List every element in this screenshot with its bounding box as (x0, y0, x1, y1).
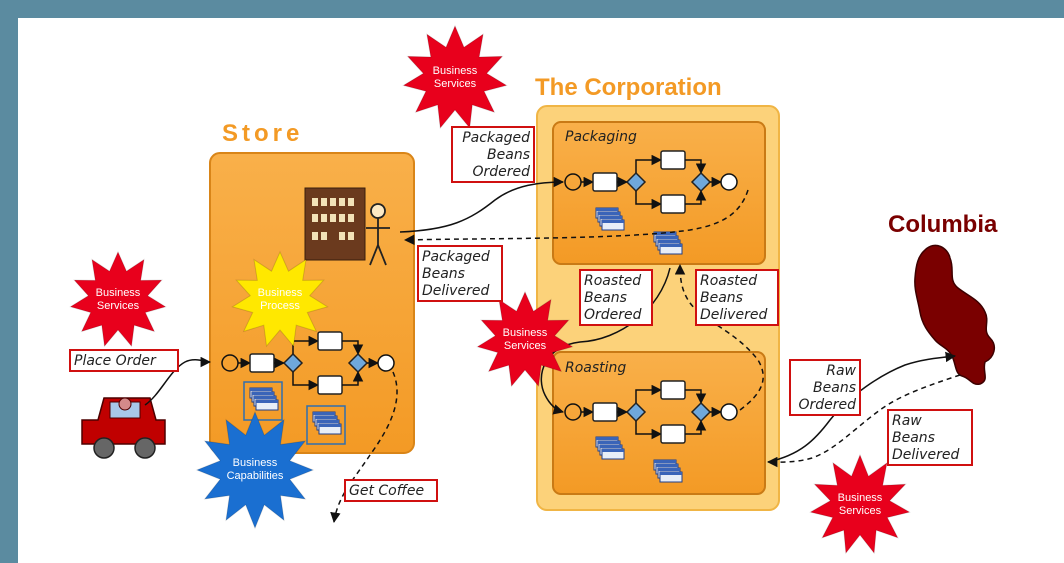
sequence-flow (342, 370, 364, 386)
burst-text: Business (838, 492, 883, 504)
sequence-flow (685, 189, 707, 205)
join-gateway (690, 401, 712, 423)
label-text: Beans (813, 380, 856, 396)
task (660, 194, 686, 214)
sequence-flow (635, 421, 663, 440)
label-text: Raw (826, 363, 856, 379)
sequence-flow (635, 154, 663, 173)
burst-text: Process (260, 300, 300, 312)
label-text: Packaged (462, 130, 530, 146)
task (317, 375, 343, 395)
burst-text: Capabilities (227, 470, 284, 482)
label-text: Get Coffee (349, 483, 424, 499)
task (660, 150, 686, 170)
burst-text: Services (434, 78, 477, 90)
label-text: Beans (892, 430, 935, 446)
packaging-process-flow (564, 150, 738, 214)
car-icon (81, 397, 166, 459)
label-text: Packaged (422, 249, 490, 265)
label-text: Delivered (700, 307, 767, 323)
label-text: Delivered (892, 447, 959, 463)
burst-text: Business (433, 65, 478, 77)
burst-text: Services (839, 505, 882, 517)
label-text: Ordered (472, 164, 530, 180)
burst-text: Services (504, 340, 547, 352)
label-text: Ordered (584, 307, 642, 323)
data-store-icon (595, 436, 625, 460)
task (592, 172, 618, 192)
raw-beans-ordered-arrow (767, 351, 957, 463)
label-text: Beans (487, 147, 530, 163)
label-text: Place Order (74, 353, 157, 369)
label-text: Delivered (422, 283, 489, 299)
sequence-flow (685, 159, 707, 175)
sequence-flow (635, 384, 663, 403)
label-text: Beans (700, 290, 743, 306)
data-store-icon (243, 381, 283, 421)
task (660, 424, 686, 444)
end-event (720, 403, 738, 421)
store-title: Store (222, 120, 303, 147)
data-store-icon (653, 459, 683, 483)
sequence-flow (685, 389, 707, 405)
label-text: Roasted (584, 273, 641, 289)
packaged-beans-ordered-arrow (399, 176, 565, 233)
corporation-title: The Corporation (535, 74, 722, 101)
columbia-map-shape (914, 244, 996, 386)
task (317, 331, 343, 351)
data-store-icon (595, 207, 625, 231)
task (592, 402, 618, 422)
data-store-icon (306, 405, 346, 445)
burst-text: Services (97, 300, 140, 312)
end-event (377, 354, 395, 372)
end-event (720, 173, 738, 191)
label-text: Beans (422, 266, 465, 282)
roasting-title: Roasting (565, 360, 626, 376)
columbia-title: Columbia (888, 211, 998, 238)
roasted-beans-delivered-arrow (674, 263, 764, 411)
label-text: Ordered (798, 397, 856, 413)
raw-beans-delivered-arrow (766, 374, 961, 468)
roasting-process-flow (564, 380, 738, 444)
burst-text: Business (233, 457, 278, 469)
burst-text: Business (258, 287, 303, 299)
task (660, 380, 686, 400)
label-text: Beans (584, 290, 627, 306)
building-icon (304, 187, 366, 261)
sequence-flow (635, 191, 663, 210)
sequence-flow (342, 340, 364, 356)
burst-text: Business (96, 287, 141, 299)
sequence-flow (685, 419, 707, 435)
get-coffee-label: Get Coffee (344, 479, 438, 502)
join-gateway (690, 171, 712, 193)
task (249, 353, 275, 373)
get-coffee-arrow (330, 371, 398, 524)
label-text: Raw (892, 413, 922, 429)
join-gateway (347, 352, 369, 374)
person-icon (366, 203, 390, 266)
packaging-title: Packaging (565, 129, 637, 145)
packaged-beans-delivered-arrow (403, 189, 749, 245)
sequence-flow (292, 372, 320, 391)
label-text: Roasted (700, 273, 757, 289)
place-order-label: Place Order (69, 349, 179, 372)
burst-text: Business (503, 327, 548, 339)
place-order-arrow (144, 356, 212, 406)
